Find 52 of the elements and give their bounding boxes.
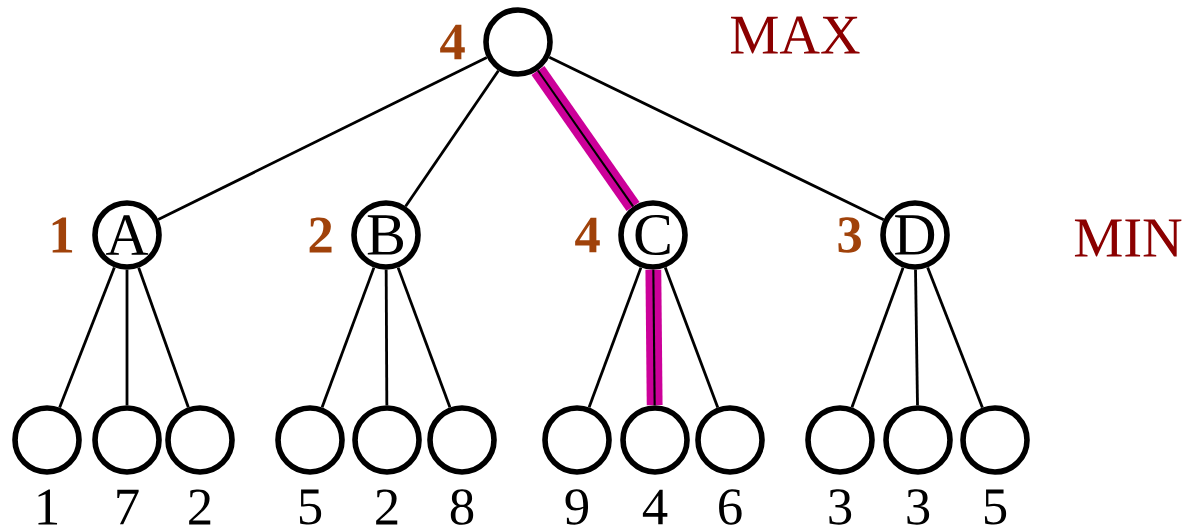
tree-node <box>960 405 1030 475</box>
tree-edge <box>645 269 663 406</box>
tree-edge <box>587 267 643 408</box>
tree-node <box>427 405 497 475</box>
level-label: MIN <box>1074 219 1182 257</box>
tree-node: D <box>880 200 950 270</box>
level-label: MAX <box>731 16 860 54</box>
leaf-value: 3 <box>829 489 852 525</box>
leaf-value: 5 <box>984 489 1007 525</box>
tree-node <box>620 405 690 475</box>
tree-edge <box>320 267 376 408</box>
tree-edge <box>157 56 488 221</box>
tree-node <box>805 405 875 475</box>
tree-node <box>275 405 345 475</box>
tree-edge <box>548 55 885 222</box>
node-value: 1 <box>52 217 73 253</box>
tree-edge <box>137 267 190 408</box>
tree-edge <box>404 69 500 208</box>
leaf-value: 2 <box>189 489 211 525</box>
node-value: 4 <box>575 217 600 253</box>
tree-node <box>165 405 235 475</box>
tree-edge <box>531 65 640 211</box>
leaf-value: 4 <box>642 489 668 525</box>
leaf-value: 7 <box>117 489 139 525</box>
tree-node <box>483 7 553 77</box>
tree-edge <box>914 269 919 406</box>
tree-node: C <box>618 200 688 270</box>
tree-node <box>883 405 953 475</box>
tree-edge <box>384 269 389 406</box>
tree-node <box>695 405 765 475</box>
tree-edge <box>396 267 452 408</box>
tree-edge <box>125 269 129 406</box>
leaf-value: 9 <box>565 489 588 525</box>
tree-edge <box>926 266 984 409</box>
tree-node: B <box>351 200 421 270</box>
leaf-value: 8 <box>450 489 474 525</box>
tree-node <box>542 405 612 475</box>
node-value: 4 <box>440 24 465 60</box>
tree-edge <box>58 266 116 409</box>
tree-edge <box>850 267 905 408</box>
tree-node <box>92 405 162 475</box>
leaf-value: 2 <box>376 489 398 525</box>
tree-node <box>352 405 422 475</box>
leaf-value: 3 <box>907 489 930 525</box>
tree-edge <box>663 267 720 408</box>
node-value: 2 <box>309 217 332 253</box>
node-value: 3 <box>838 217 861 253</box>
tree-node <box>12 405 82 475</box>
leaf-value: 5 <box>299 489 322 525</box>
tree-node: A <box>92 200 162 270</box>
leaf-value: 6 <box>719 489 742 525</box>
leaf-value: 1 <box>38 489 58 525</box>
